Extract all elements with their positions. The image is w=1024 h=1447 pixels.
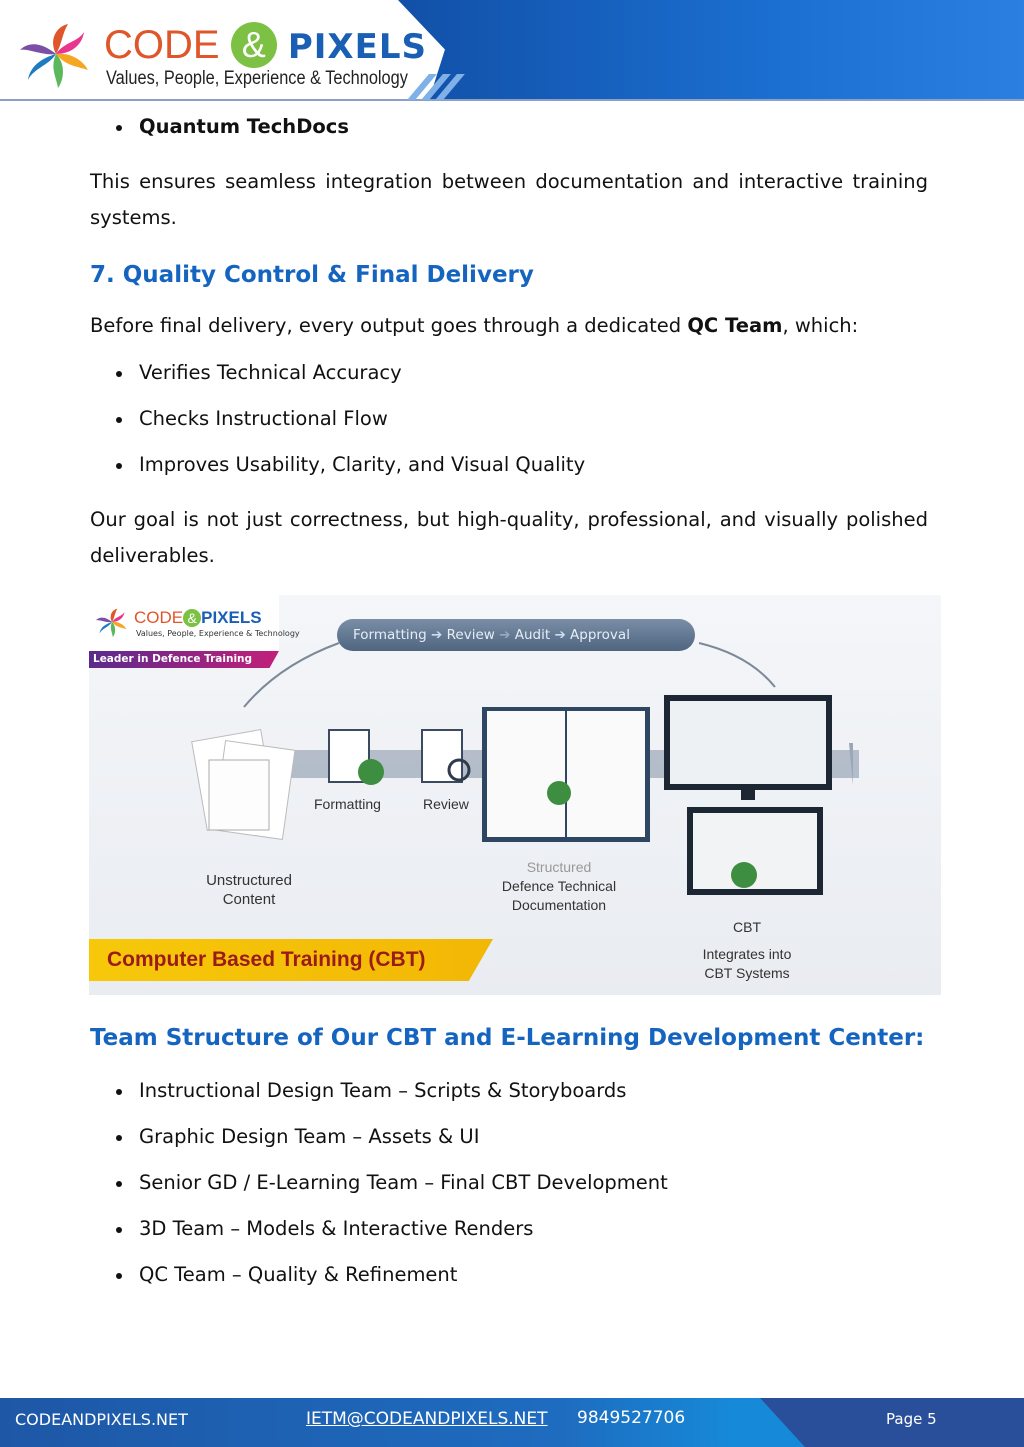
- figure-logo-amp: &: [183, 609, 202, 627]
- unstructured-docs-icon: [191, 729, 296, 840]
- figure-logo-pixels: PIXELS: [201, 608, 262, 627]
- cbt-label: CBT: [733, 919, 761, 935]
- page-header: CODE & PIXELS Values, People, Experience…: [0, 0, 1024, 101]
- pipeline-step: Review: [446, 627, 495, 643]
- label-line: CBT Systems: [704, 965, 790, 981]
- figure-logo-tagline: Values, People, Experience & Technology: [136, 629, 300, 638]
- monitor-icon: [664, 695, 832, 800]
- brand-code: CODE: [104, 23, 220, 67]
- figure-ribbon: Leader in Defence Training Aids: [89, 651, 279, 668]
- label-line: Content: [222, 891, 276, 908]
- label-line: Documentation: [511, 897, 607, 913]
- qc-lead-paragraph: Before final delivery, every output goes…: [90, 308, 928, 344]
- label-line: Defence Technical: [501, 878, 617, 894]
- list-item: Quantum TechDocs: [116, 114, 349, 160]
- list-item: 3D Team – Models & Interactive Renders: [116, 1216, 668, 1262]
- label-line: Structured: [526, 859, 592, 875]
- footer-dark-band: [760, 1398, 1024, 1447]
- section-heading: 7. Quality Control & Final Delivery: [90, 262, 534, 288]
- list-item: QC Team – Quality & Refinement: [116, 1262, 668, 1308]
- cbt-screen-icon: [687, 807, 823, 895]
- formatting-clipboard-icon: [328, 729, 384, 785]
- step-review-label: Review: [423, 796, 469, 812]
- label-line: Unstructured: [206, 872, 292, 889]
- page-footer: CODEANDPIXELS.NET IETM@CODEANDPIXELS.NET…: [0, 1398, 1024, 1447]
- pipeline-pill: Formatting ➔ Review ➔ Audit ➔ Approval: [337, 619, 695, 651]
- pipeline-step: Approval: [570, 627, 630, 643]
- pinwheel-logo-icon: [20, 24, 88, 88]
- list-item: Checks Instructional Flow: [115, 406, 585, 452]
- review-clipboard-icon: [421, 729, 471, 783]
- brand-name: CODE & PIXELS: [104, 22, 427, 70]
- list-item: Improves Usability, Clarity, and Visual …: [115, 452, 585, 498]
- arrow-right-icon: ➔: [554, 627, 566, 643]
- lead-text: Before final delivery, every output goes…: [90, 314, 688, 337]
- cbt-banner: Computer Based Training (CBT): [89, 939, 493, 981]
- page-number: Page 5: [886, 1410, 937, 1428]
- footer-email-link[interactable]: IETM@CODEANDPIXELS.NET: [306, 1409, 548, 1429]
- list-item: Verifies Technical Accuracy: [115, 360, 585, 406]
- footer-phone: 9849527706: [577, 1408, 686, 1428]
- label-line: Integrates into: [702, 946, 792, 962]
- arrow-right-icon: ➔: [431, 627, 443, 643]
- list-item: Instructional Design Team – Scripts & St…: [116, 1078, 668, 1124]
- brand-amp: &: [230, 22, 277, 68]
- qc-bullet-list: Verifies Technical Accuracy Checks Instr…: [115, 360, 585, 498]
- top-bullet-list: Quantum TechDocs: [116, 114, 349, 160]
- brand-pixels: PIXELS: [287, 27, 427, 67]
- team-heading: Team Structure of Our CBT and E-Learning…: [90, 1025, 925, 1051]
- figure-logo-code: CODE: [134, 608, 184, 627]
- arrow-right-icon: ➔: [499, 627, 511, 643]
- step-formatting-label: Formatting: [314, 796, 381, 812]
- figure-graphics: [191, 642, 859, 895]
- figure-logo: CODE&PIXELS Values, People, Experience &…: [89, 595, 300, 653]
- closing-paragraph: Our goal is not just correctness, but hi…: [90, 508, 928, 567]
- lead-bold: QC Team: [687, 314, 783, 337]
- brand-tagline: Values, People, Experience & Technology: [106, 68, 408, 89]
- list-item: Senior GD / E-Learning Team – Final CBT …: [116, 1170, 668, 1216]
- curved-arrow-right: [698, 642, 776, 688]
- pipeline-step: Formatting: [353, 627, 427, 643]
- footer-website[interactable]: CODEANDPIXELS.NET: [15, 1410, 188, 1429]
- cbt-workflow-figure: CODE&PIXELS Values, People, Experience &…: [89, 595, 941, 995]
- pinwheel-logo-icon: [95, 608, 127, 638]
- list-item: Graphic Design Team – Assets & UI: [116, 1124, 668, 1170]
- flow-arrowhead: [849, 743, 853, 785]
- manual-book-icon: [482, 707, 650, 842]
- curved-arrow-left: [243, 642, 340, 708]
- team-bullet-list: Instructional Design Team – Scripts & St…: [116, 1078, 668, 1308]
- intro-paragraph: This ensures seamless integration betwee…: [90, 170, 928, 229]
- lead-text-end: , which:: [782, 314, 859, 337]
- header-blue-band: [398, 0, 1024, 99]
- pipeline-step: Audit: [514, 627, 551, 643]
